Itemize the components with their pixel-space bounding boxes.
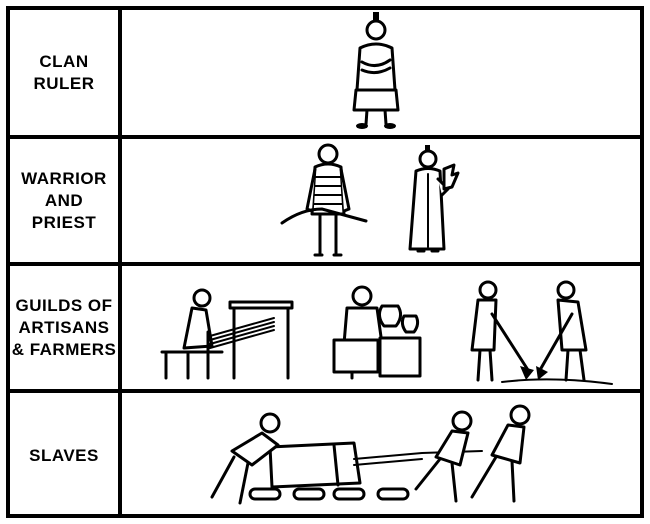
social-hierarchy-chart: CLAN RULER WARRIOR bbox=[6, 6, 644, 518]
row-guilds: GUILDS OF ARTISANS & FARMERS bbox=[10, 266, 640, 393]
priest-figure-icon bbox=[408, 145, 460, 253]
row-slaves: SLAVES bbox=[10, 393, 640, 518]
scene-guilds bbox=[122, 266, 640, 389]
warrior-priest-figures bbox=[280, 143, 460, 257]
scene-clan-ruler bbox=[122, 10, 640, 135]
row-clan-ruler: CLAN RULER bbox=[10, 10, 640, 139]
label-line: AND bbox=[44, 190, 84, 210]
label-line: SLAVES bbox=[29, 445, 99, 465]
row-label-guilds: GUILDS OF ARTISANS & FARMERS bbox=[10, 266, 122, 389]
label-line: & FARMERS bbox=[11, 339, 117, 359]
weaver-loom-icon bbox=[160, 288, 294, 380]
label-line: RULER bbox=[33, 73, 95, 93]
label-line: CLAN bbox=[39, 51, 89, 71]
row-warrior-priest: WARRIOR AND PRIEST bbox=[10, 139, 640, 266]
label-line: PRIEST bbox=[31, 212, 97, 232]
guild-figures bbox=[160, 280, 613, 385]
row-label-warrior-priest: WARRIOR AND PRIEST bbox=[10, 139, 122, 262]
row-label-clan-ruler: CLAN RULER bbox=[10, 10, 122, 135]
scene-warrior-priest bbox=[122, 139, 640, 262]
label-line: ARTISANS bbox=[18, 317, 110, 337]
row-label-slaves: SLAVES bbox=[10, 393, 122, 518]
label-line: GUILDS OF bbox=[15, 295, 113, 315]
label-line: WARRIOR bbox=[21, 168, 107, 188]
scene-slaves bbox=[122, 393, 640, 518]
warrior-figure-icon bbox=[280, 143, 368, 257]
ruler-figure-icon bbox=[352, 12, 400, 129]
slaves-hauling-block-icon bbox=[210, 404, 531, 505]
farmers-hoeing-icon bbox=[470, 280, 613, 385]
potter-icon bbox=[332, 285, 422, 380]
